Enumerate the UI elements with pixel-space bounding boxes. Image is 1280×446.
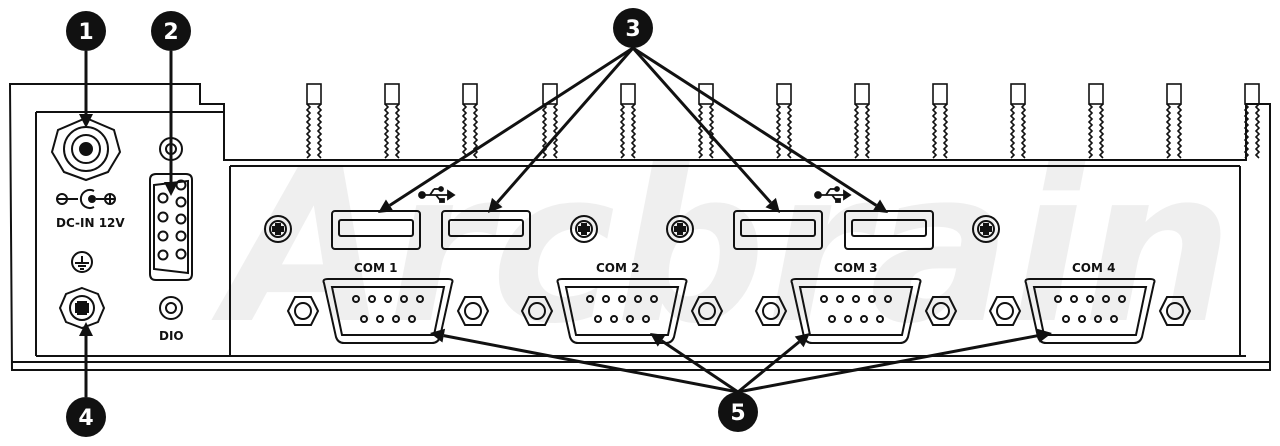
screw-icon (666, 215, 694, 243)
dio-pin (175, 248, 187, 260)
usb-icon (418, 186, 456, 203)
heatsink-fin (383, 83, 401, 159)
callout-5-badge: 5 (718, 392, 758, 432)
leader-arrow (632, 46, 888, 213)
leader-arrow (79, 322, 93, 397)
callout-4-number: 4 (78, 406, 93, 431)
dio-pin (175, 213, 187, 225)
heatsink-fin (619, 83, 637, 159)
callout-2-badge: 2 (151, 11, 191, 51)
callout-5-number: 5 (730, 401, 745, 426)
dc-in-label: DC-IN 12V (56, 216, 125, 230)
watermark-text: Arcbrain (211, 125, 1233, 370)
com1-label: COM 1 (354, 261, 397, 275)
leader-arrow (650, 333, 739, 394)
leader-arrow (378, 46, 634, 213)
com-port (754, 278, 958, 344)
dio-pin (157, 249, 169, 261)
mounting-screws (264, 215, 1000, 243)
screw-icon (972, 215, 1000, 243)
usb-port (844, 210, 934, 250)
callout-1-number: 1 (78, 20, 93, 45)
usb-port (441, 210, 531, 250)
usb-ports (331, 210, 934, 250)
dc-in-connector (50, 116, 122, 182)
heatsink-fin (1009, 83, 1027, 159)
heatsink-fin (305, 83, 323, 159)
screw-icon (264, 215, 292, 243)
dio-pin (157, 230, 169, 242)
leader-arrows (79, 46, 1052, 397)
callout-3-number: 3 (625, 17, 640, 42)
ground-screw (58, 286, 106, 330)
callout-4-badge: 4 (66, 397, 106, 437)
heatsink-fins (305, 83, 1261, 159)
dio-pin (175, 196, 187, 208)
leader-arrow (488, 47, 635, 213)
dc-polarity-icon (56, 189, 116, 209)
ground-icon (71, 251, 93, 273)
callout-3-badge: 3 (613, 8, 653, 48)
dio-pin (157, 211, 169, 223)
leader-arrow (79, 51, 93, 128)
dio-label: DIO (159, 329, 184, 343)
heatsink-fin (1087, 83, 1105, 159)
leader-arrow (631, 47, 780, 213)
com2-label: COM 2 (596, 261, 639, 275)
dio-pin (175, 230, 187, 242)
heatsink-fin (853, 83, 871, 159)
heatsink-fin (697, 83, 715, 159)
com-port (988, 278, 1192, 344)
usb-port (331, 210, 421, 250)
leader-arrow (737, 333, 810, 394)
heatsink-fin (931, 83, 949, 159)
dio-pins (157, 179, 187, 261)
screw-icon (570, 215, 598, 243)
leader-arrow (737, 328, 1052, 394)
com4-label: COM 4 (1072, 261, 1115, 275)
dio-pin (157, 192, 169, 204)
heatsink-fin (461, 83, 479, 159)
heatsink-fin (1165, 83, 1183, 159)
heatsink-fin (1243, 83, 1261, 159)
leader-arrow (164, 51, 178, 196)
leader-arrow (430, 328, 739, 394)
com3-label: COM 3 (834, 261, 877, 275)
com-port (520, 278, 724, 344)
usb-icon (814, 186, 852, 203)
callout-1-badge: 1 (66, 11, 106, 51)
callout-2-number: 2 (163, 20, 178, 45)
